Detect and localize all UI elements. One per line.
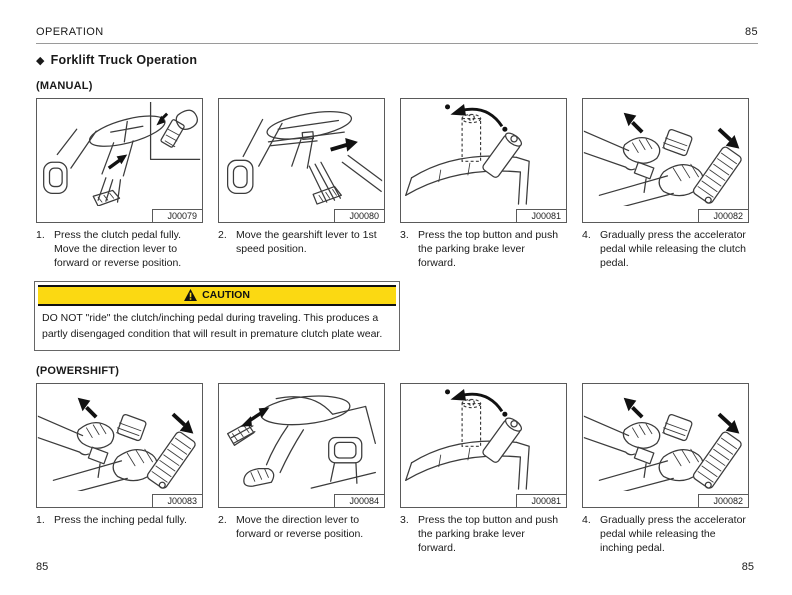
footer-page-number-left: 85 xyxy=(36,561,49,573)
step-number: 2. xyxy=(218,514,227,527)
step-number: 4. xyxy=(582,229,591,241)
diamond-bullet-icon: ◆ xyxy=(36,55,45,67)
step-number: 3. xyxy=(400,514,409,527)
step-caption: 1. Press the inching pedal fully. xyxy=(36,514,203,556)
step-caption: 2. Move the gearshift lever to 1st speed… xyxy=(218,229,385,271)
illustration-inching-pedal xyxy=(37,387,201,491)
figure-id-label: J00079 xyxy=(152,209,202,222)
step-number: 1. xyxy=(36,229,45,241)
footer-page-number-right: 85 xyxy=(741,561,754,573)
warning-triangle-icon xyxy=(184,289,198,302)
figure-row-manual: J00079 J00080 J00081 J00082 xyxy=(36,98,792,223)
step-caption: 2. Move the direction lever to forward o… xyxy=(218,514,385,556)
illustration-accelerator-clutch-pedals xyxy=(583,102,747,206)
figure-panel: J00082 xyxy=(582,98,749,223)
figure-panel: J00080 xyxy=(218,98,385,223)
step-text: Move the gearshift lever to 1st speed po… xyxy=(236,229,377,255)
section-label-powershift: (POWERSHIFT) xyxy=(36,365,120,378)
figure-panel: J00079 xyxy=(36,98,203,223)
step-text: Press the top button and push the parkin… xyxy=(418,229,559,269)
caption-row-manual: 1. Press the clutch pedal fully. Move th… xyxy=(36,229,792,271)
illustration-direction-lever xyxy=(219,387,383,491)
figure-id-label: J00080 xyxy=(334,209,384,222)
header-rule xyxy=(36,43,758,44)
step-text: Press the inching pedal fully. xyxy=(54,514,187,527)
step-caption: 4. Gradually press the accelerator pedal… xyxy=(582,514,749,556)
caution-box: CAUTION DO NOT "ride" the clutch/inching… xyxy=(34,280,400,352)
caution-header: CAUTION xyxy=(38,284,396,306)
figure-id-label: J00084 xyxy=(334,494,384,508)
illustration-parking-brake-lever xyxy=(401,102,565,206)
step-text: Press the clutch pedal fully. Move the d… xyxy=(54,229,182,269)
step-caption: 3. Press the top button and push the par… xyxy=(400,229,567,271)
caution-label: CAUTION xyxy=(202,289,250,302)
step-caption: 3. Press the top button and push the par… xyxy=(400,514,567,556)
step-number: 4. xyxy=(582,514,591,527)
step-number: 3. xyxy=(400,229,409,241)
step-text: Gradually press the accelerator pedal wh… xyxy=(600,229,746,269)
step-caption: 1. Press the clutch pedal fully. Move th… xyxy=(36,229,203,271)
illustration-accelerator-inching-pedals xyxy=(583,387,747,491)
page-footer: 85 85 xyxy=(0,561,792,573)
figure-id-label: J00082 xyxy=(698,494,748,508)
step-text: Gradually press the accelerator pedal wh… xyxy=(600,514,746,554)
page-header: OPERATION 85 xyxy=(36,26,758,38)
page-title: ◆Forklift Truck Operation xyxy=(36,53,198,67)
caution-text: DO NOT "ride" the clutch/inching pedal d… xyxy=(42,311,383,340)
figure-panel: J00084 xyxy=(218,383,385,509)
illustration-parking-brake-lever xyxy=(401,387,565,491)
figure-panel: J00083 xyxy=(36,383,203,509)
illustration-clutch-pedal-direction-lever xyxy=(37,102,201,206)
figure-row-powershift: J00083 J00084 J00081 J00082 xyxy=(36,383,792,509)
caption-row-powershift: 1. Press the inching pedal fully. 2. Mov… xyxy=(36,514,792,556)
figure-id-label: J00081 xyxy=(516,494,566,508)
figure-panel: J00081 xyxy=(400,383,567,509)
step-number: 2. xyxy=(218,229,227,241)
figure-panel: J00082 xyxy=(582,383,749,509)
illustration-gearshift-lever xyxy=(219,102,383,206)
header-page-number: 85 xyxy=(744,26,758,38)
figure-id-label: J00081 xyxy=(516,209,566,222)
figure-id-label: J00082 xyxy=(698,209,748,222)
figure-id-label: J00083 xyxy=(152,494,202,508)
header-section-title: OPERATION xyxy=(36,26,104,38)
section-label-manual: (MANUAL) xyxy=(36,80,93,92)
step-number: 1. xyxy=(36,514,45,527)
step-text: Move the direction lever to forward or r… xyxy=(236,514,364,540)
step-caption: 4. Gradually press the accelerator pedal… xyxy=(582,229,749,271)
figure-panel: J00081 xyxy=(400,98,567,223)
step-text: Press the top button and push the parkin… xyxy=(418,514,559,554)
